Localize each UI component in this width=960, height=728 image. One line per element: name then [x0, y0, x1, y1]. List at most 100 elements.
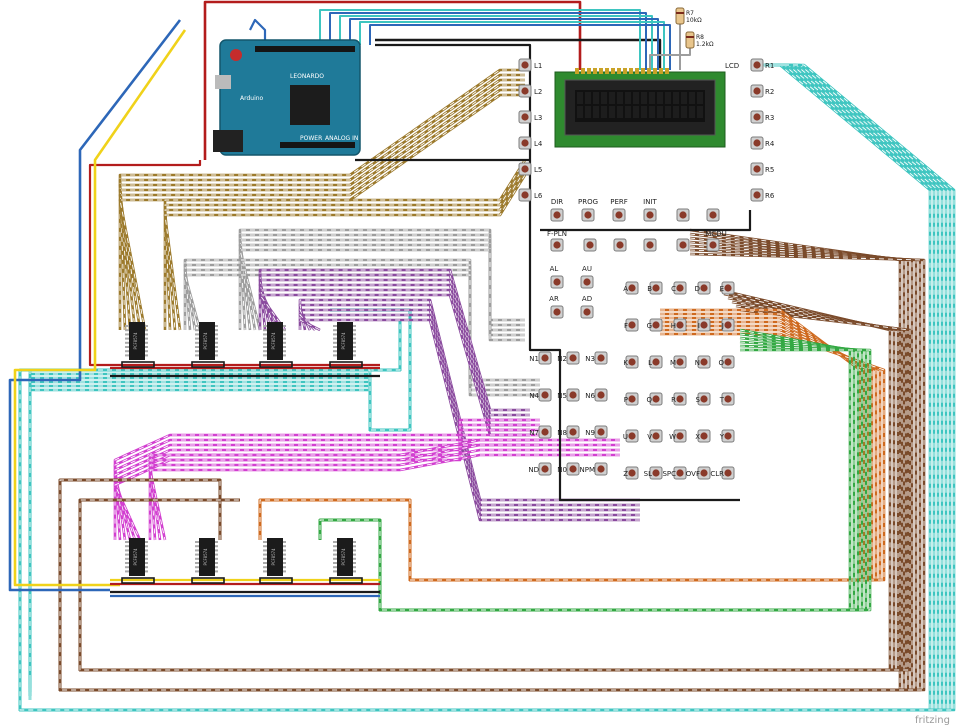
- resistor-ref: R8: [696, 34, 704, 41]
- button-cap: [652, 284, 660, 292]
- lcd-cell: [665, 106, 671, 118]
- resistor-band: [686, 36, 694, 38]
- chip-body: [129, 322, 145, 360]
- key-a-label: A: [623, 285, 628, 293]
- usb-port: [215, 75, 231, 89]
- lcd-cell: [585, 92, 591, 104]
- button-cap: [652, 321, 660, 329]
- button-cap: [628, 321, 636, 329]
- wire: [318, 340, 864, 612]
- key-l-label: L: [648, 359, 652, 367]
- key-blank-1: [676, 208, 690, 222]
- lcd-pin: [617, 68, 621, 74]
- key-r4-label: R4: [765, 140, 775, 148]
- wire: [18, 63, 956, 712]
- lcd-cell: [609, 106, 615, 118]
- key-r2-label: R2: [765, 88, 774, 96]
- wire: [318, 344, 868, 612]
- chip-pin: [352, 346, 356, 348]
- key-mcdu-label: MCDU: [705, 230, 726, 238]
- chip-pin: [214, 337, 218, 340]
- key-n8: [566, 425, 580, 439]
- key-init: [643, 208, 657, 222]
- wire-highlight: [19, 64, 955, 711]
- button-cap: [553, 308, 561, 316]
- button-cap: [753, 61, 761, 69]
- chip-trace: [259, 577, 293, 584]
- key-l5: [518, 162, 532, 176]
- key-a: [625, 281, 639, 295]
- key-perf: [612, 208, 626, 222]
- key-k: [625, 355, 639, 369]
- button-cap: [724, 321, 732, 329]
- chip-pin: [144, 341, 148, 344]
- chip-pin: [144, 346, 148, 348]
- key-n9: [594, 425, 608, 439]
- lcd-pin: [623, 68, 627, 74]
- wire-black-2: [540, 210, 752, 232]
- chip-trace: [191, 577, 225, 584]
- chip-pin: [352, 541, 356, 543]
- wire-lcd-data: [349, 18, 659, 70]
- chip-pin: [263, 329, 267, 332]
- key-sl: [649, 466, 663, 480]
- button-cap: [652, 432, 660, 440]
- lcd-pin: [629, 68, 633, 74]
- wire-lcd-data: [329, 12, 647, 70]
- key-ar: [550, 305, 564, 319]
- chip-pin: [144, 333, 148, 336]
- key-p: [625, 392, 639, 406]
- chip-pin: [195, 354, 199, 357]
- wire-red-5v: [203, 0, 582, 160]
- key-blank-4: [613, 238, 627, 252]
- lcd-cell: [649, 106, 655, 118]
- button-cap: [586, 241, 594, 249]
- chip-pin: [333, 566, 337, 569]
- button-cap: [700, 469, 708, 477]
- key-clr: [721, 466, 735, 480]
- brown-bus: [58, 228, 926, 692]
- lcd-cell: [657, 106, 663, 118]
- key-n0: [566, 462, 580, 476]
- key-mcdu: [706, 238, 720, 252]
- wire-highlight: [79, 305, 907, 671]
- button-cap: [724, 284, 732, 292]
- chip-pin: [263, 557, 267, 560]
- key-au-label: AU: [582, 265, 592, 273]
- chip-pin: [195, 329, 199, 332]
- chip-pin: [333, 325, 337, 327]
- key-k-label: K: [623, 359, 628, 367]
- pcf8574-upper-3: PCF8574: [259, 322, 293, 368]
- wire: [18, 63, 952, 712]
- key-r2: [750, 84, 764, 98]
- button-cap: [700, 432, 708, 440]
- button-cap: [615, 211, 623, 219]
- button-cap: [679, 211, 687, 219]
- key-dir-label: DIR: [551, 198, 563, 206]
- key-m: [673, 355, 687, 369]
- key-f-pln: [550, 238, 564, 252]
- key-n5: [566, 388, 580, 402]
- key-t: [721, 392, 735, 406]
- chip-part-label: PCF8574: [271, 332, 276, 349]
- button-cap: [521, 139, 529, 147]
- chip-pin: [125, 350, 129, 353]
- lcd-cell: [697, 106, 703, 118]
- chip-pin: [282, 570, 286, 573]
- button-cap: [652, 395, 660, 403]
- pcf8574-upper-1: PCF8574: [121, 322, 155, 368]
- chip-pin: [214, 346, 218, 348]
- key-dir: [550, 208, 564, 222]
- chip-body: [129, 538, 145, 576]
- button-cap: [583, 278, 591, 286]
- chip-body: [337, 322, 353, 360]
- fritzing-watermark: fritzing: [915, 715, 950, 726]
- resistors: [675, 7, 695, 49]
- chip-pin: [125, 570, 129, 573]
- wire-highlight: [19, 64, 931, 711]
- chip-pin: [144, 549, 148, 552]
- lcd-cell: [633, 92, 639, 104]
- chip-pin: [125, 541, 129, 543]
- resistor-body: [685, 31, 695, 49]
